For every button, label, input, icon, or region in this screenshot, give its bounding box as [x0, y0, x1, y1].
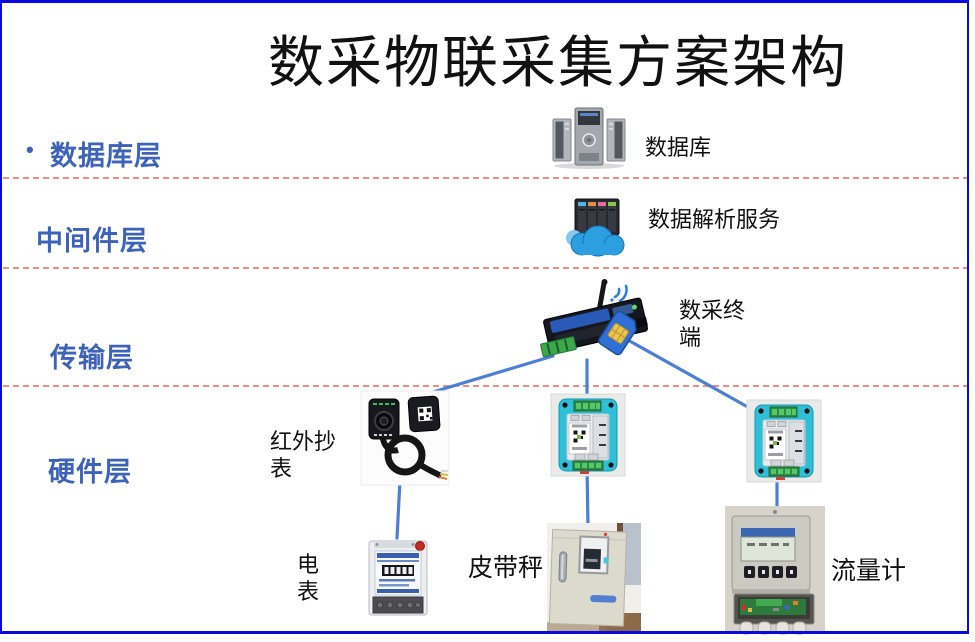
database-label: 数据库 — [645, 135, 712, 160]
sim-card-icon — [598, 310, 637, 356]
flow-meter-label: 流量计 — [831, 557, 907, 585]
electric-meter-label-line2: 表 — [297, 579, 320, 604]
electric-meter-photo — [368, 540, 428, 616]
parse-service-label: 数据解析服务 — [648, 207, 781, 232]
dtu-antenna-sim-photo — [540, 279, 648, 358]
io-converter-left-photo — [550, 393, 626, 477]
layer-label-database: 数据库层 — [50, 141, 162, 171]
electric-meter-label: 电 表 — [297, 551, 319, 605]
flow-meter-photo — [725, 506, 825, 635]
terminal-label-line1: 数采终 — [679, 298, 746, 323]
infrared-label-line2: 表 — [270, 456, 293, 481]
layer-divider-1 — [3, 177, 969, 179]
page-title: 数采物联采集方案架构 — [268, 31, 848, 94]
server-stack-icon — [552, 107, 626, 169]
electric-meter-label-line1: 电 — [297, 552, 320, 577]
belt-scale-label: 皮带秤 — [468, 554, 544, 582]
io-converter-right-photo — [746, 399, 822, 483]
layer-label-hardware: 硬件层 — [48, 457, 132, 487]
layer-divider-2 — [3, 267, 969, 269]
connector-terminal-infrared — [431, 354, 555, 394]
wifi-signal-icon — [610, 284, 628, 303]
connector-converter-beltscale — [585, 465, 590, 530]
infrared-reader-label: 红外抄 表 — [270, 428, 336, 482]
terminal-label-line2: 端 — [679, 325, 702, 350]
layer-divider-3 — [3, 385, 969, 387]
layer-label-middleware: 中间件层 — [36, 226, 148, 256]
infrared-label-line1: 红外抄 — [270, 429, 337, 454]
belt-scale-cabinet-photo — [547, 523, 641, 631]
terminal-label: 数采终 端 — [679, 297, 745, 351]
layer-label-transport: 传输层 — [50, 343, 134, 373]
connector-infrared-meter — [395, 478, 402, 540]
infrared-probe-photo — [360, 390, 450, 486]
bullet-marker: • — [26, 137, 34, 162]
cloud-servers-icon — [566, 198, 625, 257]
